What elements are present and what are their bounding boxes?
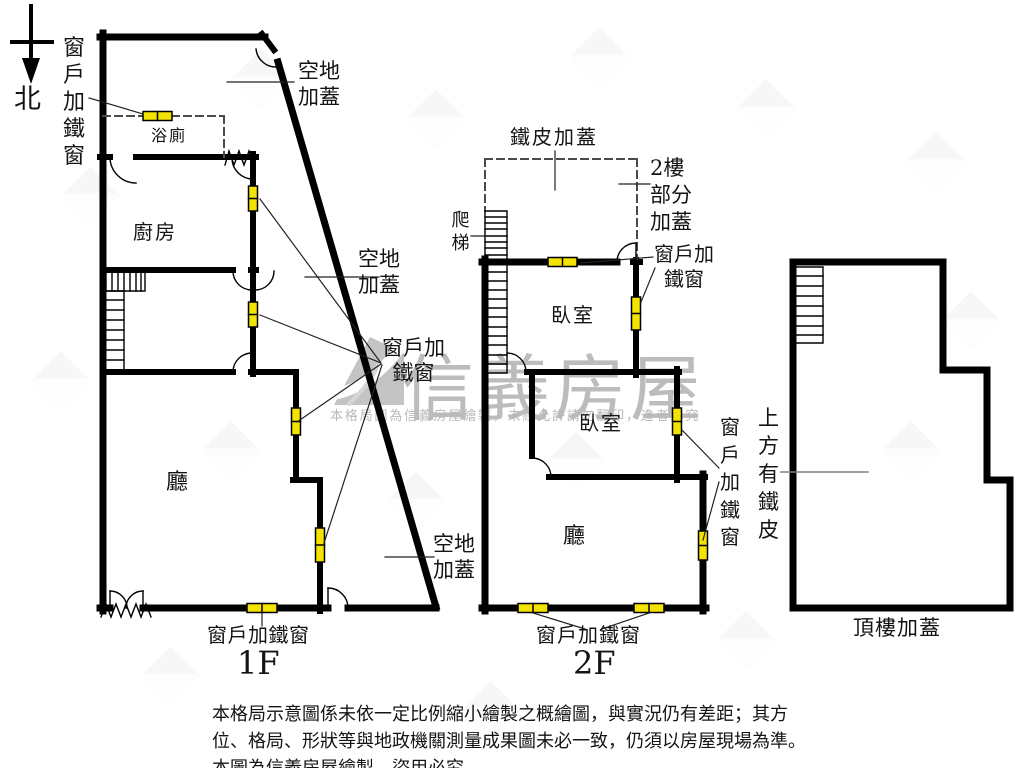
floor-label-2f: 2F — [573, 644, 616, 682]
watermark-brand-text: 信義房屋 — [402, 347, 707, 431]
disclaimer-line-3: 本圖為信義房屋繪製，盜用必究。 — [212, 755, 806, 768]
disclaimer-line-1: 本格局示意圖係未依一定比例縮小繪製之概繪圖，與實況仍有差距；其方 — [212, 704, 788, 725]
ladder-2f — [484, 210, 508, 263]
disclaimer-text: 本格局示意圖係未依一定比例縮小繪製之概繪圖，與實況仍有差距；其方 位、格局、形狀… — [212, 701, 806, 768]
annotation-open-area-mid: 空地加蓋 — [358, 247, 400, 297]
annotation-2f-window-topright: 窗戶加鐵窗 — [654, 242, 714, 291]
zigzag-screen-icon — [100, 148, 255, 619]
annotation-1f-window-bottom: 窗戶加鐵窗 — [207, 623, 310, 647]
staircase-2f — [484, 262, 508, 374]
disclaimer-line-2: 位、格局、形狀等與地政機關測量成果圖未必一致，仍須以房屋現場為準。 — [212, 731, 806, 752]
room-label-bedroom1: 臥室 — [551, 303, 595, 327]
pointer-lines-2f — [470, 150, 720, 630]
annotation-open-area-top: 空地加蓋 — [298, 59, 340, 109]
room-label-bathroom: 浴廁 — [151, 126, 188, 145]
annotation-2f-window-bottom: 窗戶加鐵窗 — [536, 623, 641, 647]
floorplan-2f — [470, 150, 720, 630]
iron-window-symbols-2f — [517, 256, 709, 614]
bathroom-dashed-partition — [102, 115, 225, 158]
metal-cover-dashed-outline — [484, 158, 638, 260]
floorplan-1f — [88, 29, 441, 627]
room-label-hall-2f: 廳 — [563, 524, 586, 549]
ladder-roof — [794, 266, 824, 344]
room-label-bedroom2: 臥室 — [579, 411, 623, 435]
annotation-1f-window-mid: 窗戶加鐵窗 — [382, 336, 445, 385]
room-label-kitchen: 廚房 — [133, 220, 177, 244]
annotation-roof-metal-above: 上方有鐵皮 — [758, 406, 779, 542]
north-arrow-icon — [10, 4, 54, 84]
room-label-hall-1f: 廳 — [166, 470, 189, 495]
pointer-lines-1f — [88, 81, 435, 627]
annotation-open-area-bottom: 空地加蓋 — [433, 532, 475, 582]
north-label: 北 — [14, 84, 41, 115]
watermark-notice-text: 本格局圖為信義房屋繪製，未經允許請勿翻印，違者必究 — [330, 409, 701, 424]
annotation-1f-left-window: 窗戶加鐵窗 — [62, 36, 85, 169]
floor-label-1f: 1F — [237, 644, 280, 682]
floorplan-roof — [780, 258, 1014, 612]
staircase-1f — [103, 271, 146, 372]
annotation-2f-window-right: 窗戶加鐵窗 — [720, 415, 740, 549]
door-arcs-1f — [109, 48, 349, 609]
iron-window-symbols-1f — [142, 110, 326, 614]
diagonal-boundary-wall — [273, 57, 441, 612]
annotation-2f-partial-cover: 2樓部分加蓋 — [650, 156, 692, 234]
annotation-metal-cover: 鐵皮加蓋 — [510, 125, 598, 149]
floor-label-roof: 頂樓加蓋 — [853, 616, 941, 640]
annotation-ladder: 爬梯 — [451, 210, 470, 254]
